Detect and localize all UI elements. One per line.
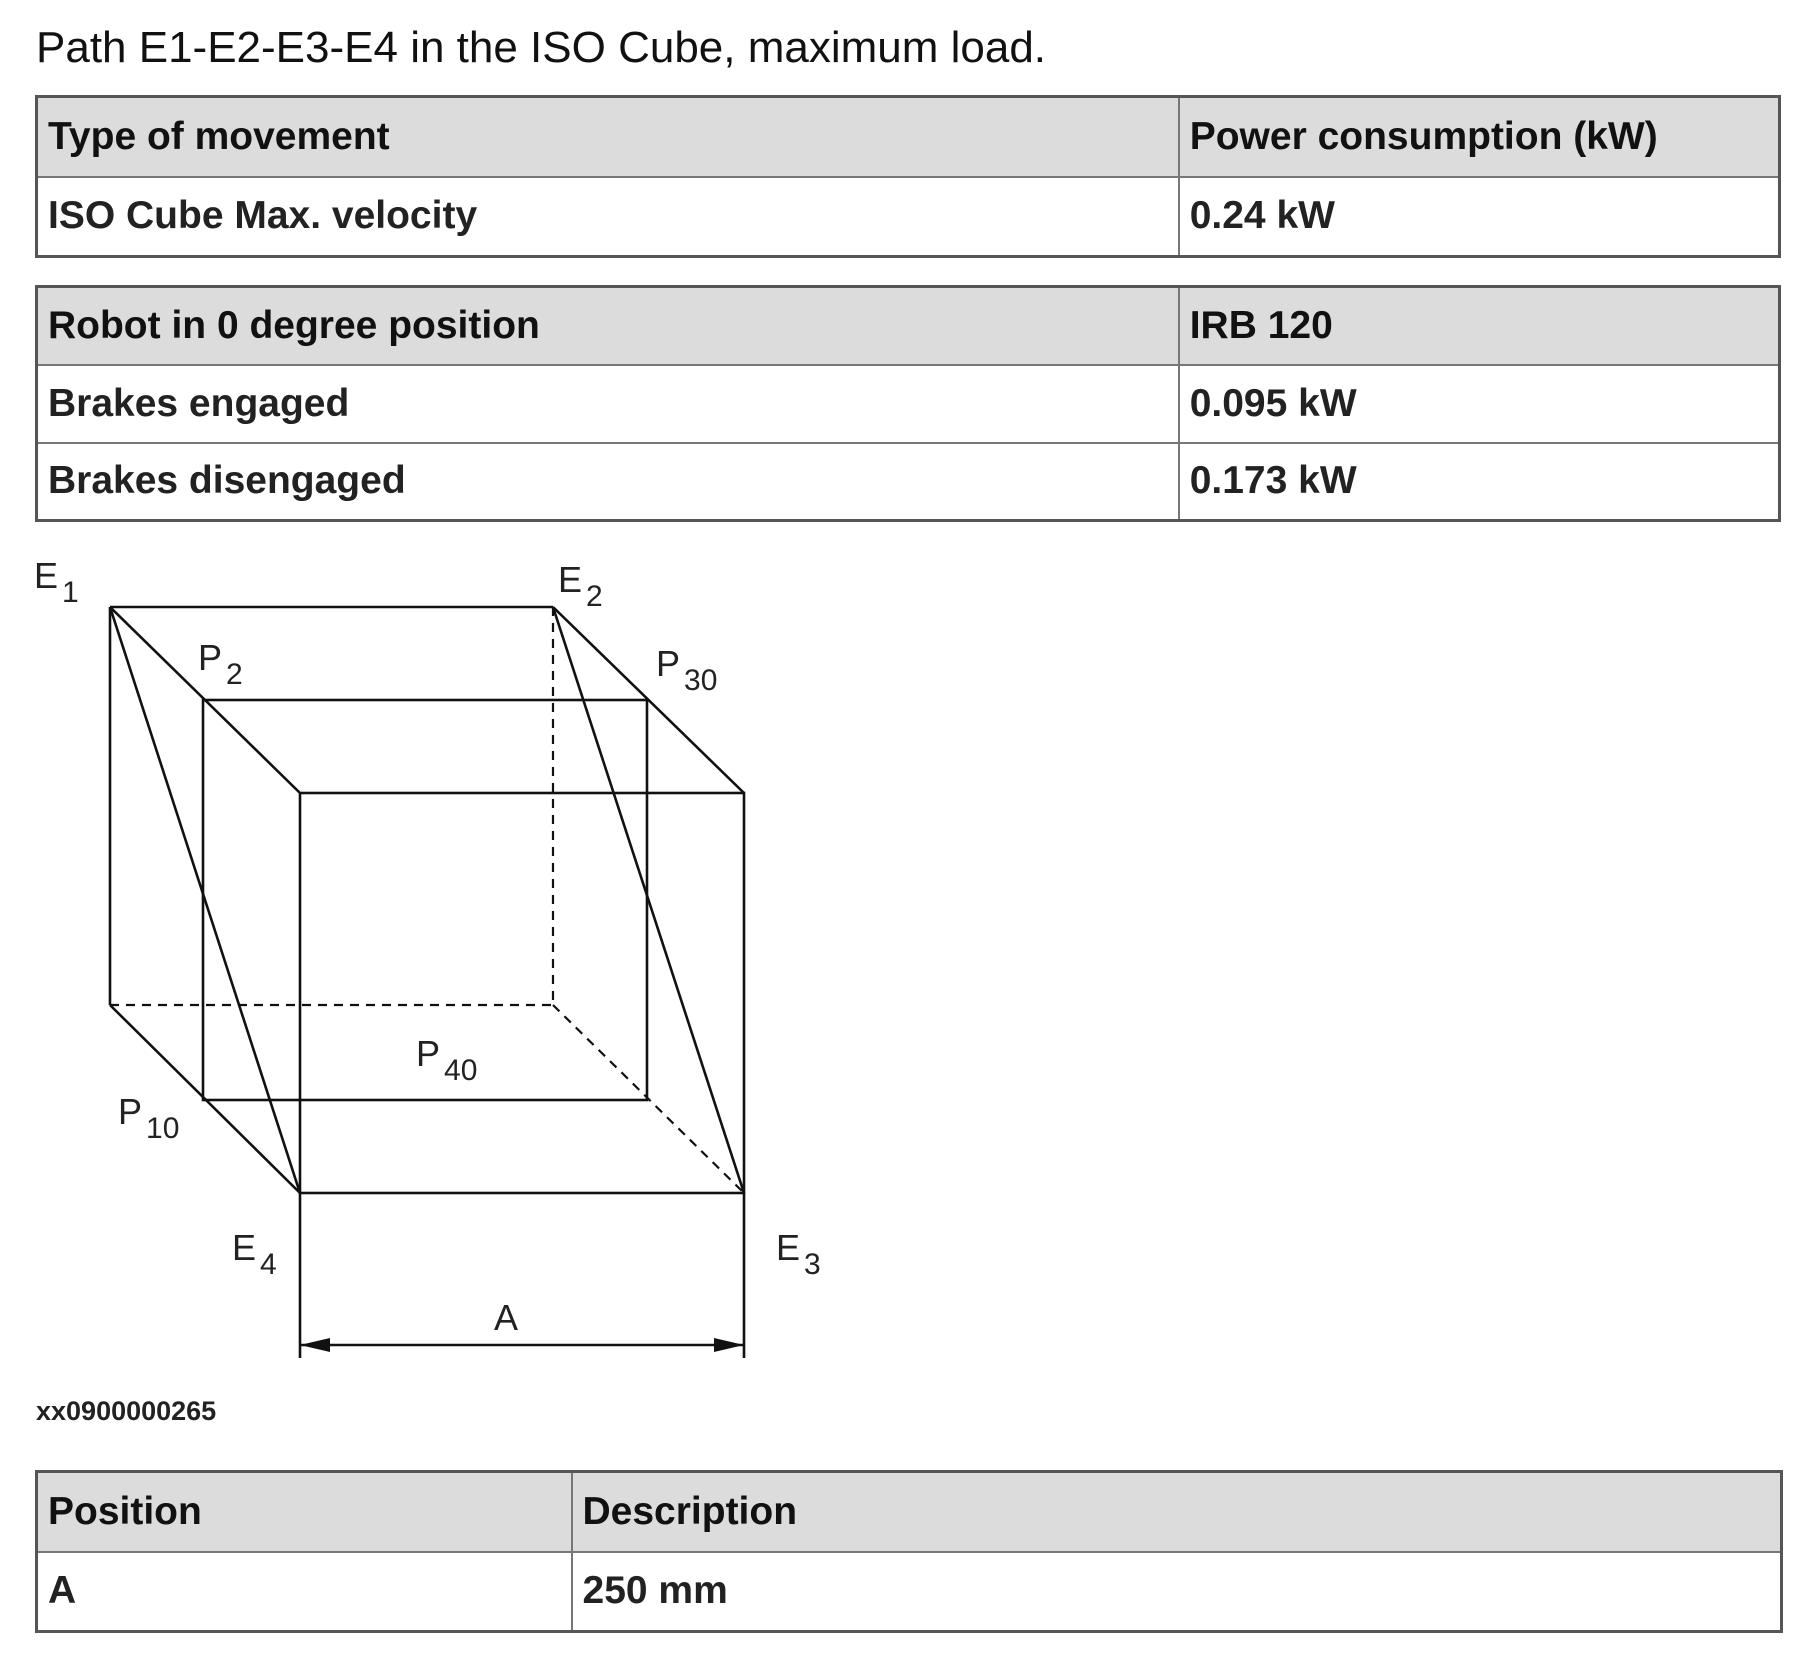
table-header-row: Position Description	[35, 1470, 1783, 1553]
table-header-row: Robot in 0 degree position IRB 120	[35, 285, 1781, 366]
cube-edge	[552, 606, 745, 794]
robot-position-table: Robot in 0 degree position IRB 120 Brake…	[35, 285, 1781, 522]
brake-state-cell: Brakes engaged	[35, 363, 1180, 444]
column-header-position: Position	[35, 1470, 573, 1553]
column-header-description: Description	[570, 1470, 1783, 1553]
power-value-cell: 0.095 kW	[1177, 363, 1781, 444]
table-row: A 250 mm	[35, 1550, 1783, 1633]
hidden-edge	[552, 1004, 745, 1194]
position-description-table: Position Description A 250 mm	[35, 1470, 1783, 1633]
movement-type-cell: ISO Cube Max. velocity	[35, 175, 1180, 258]
power-consumption-table: Type of movement Power consumption (kW) …	[35, 95, 1781, 258]
inner-square	[201, 698, 649, 1102]
column-header-robot-model: IRB 120	[1177, 285, 1781, 366]
table-row: Brakes engaged 0.095 kW	[35, 363, 1781, 444]
path-line-e2-e3	[551, 606, 746, 1194]
column-header-type-of-movement: Type of movement	[35, 95, 1180, 178]
dimension-label-a: A	[494, 1297, 519, 1338]
position-cell: A	[35, 1550, 573, 1633]
brake-state-cell: Brakes disengaged	[35, 441, 1180, 522]
power-value-cell: 0.24 kW	[1177, 175, 1781, 258]
cube-front-face	[298, 791, 746, 1195]
column-header-power-consumption: Power consumption (kW)	[1177, 95, 1781, 178]
table-row: Brakes disengaged 0.173 kW	[35, 441, 1781, 522]
figure-code: xx0900000265	[36, 1396, 217, 1426]
path-line-e1-e4	[108, 606, 302, 1194]
description-cell: 250 mm	[570, 1550, 1783, 1633]
page-heading: Path E1-E2-E3-E4 in the ISO Cube, maximu…	[36, 23, 1047, 72]
table-row: ISO Cube Max. velocity 0.24 kW	[35, 175, 1781, 258]
power-value-cell: 0.173 kW	[1177, 441, 1781, 522]
column-header-robot-position: Robot in 0 degree position	[35, 285, 1180, 366]
iso-cube-drawing	[108, 605, 746, 1358]
table-header-row: Type of movement Power consumption (kW)	[35, 95, 1781, 178]
